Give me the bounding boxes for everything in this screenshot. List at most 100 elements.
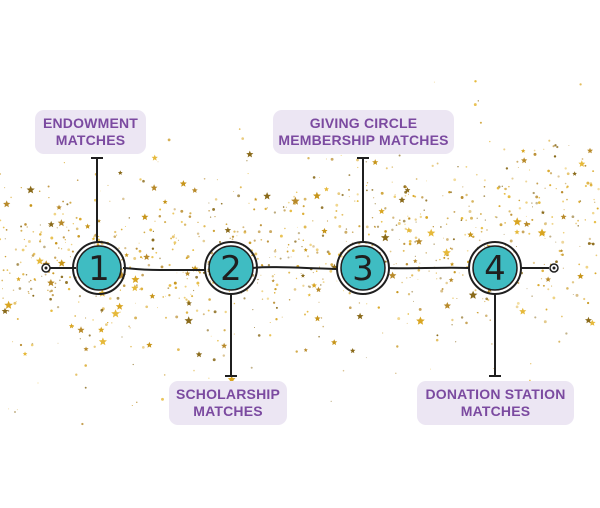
confetti-dot bbox=[452, 297, 454, 299]
confetti-dot bbox=[107, 184, 109, 186]
confetti-dot bbox=[176, 272, 178, 274]
confetti-dot bbox=[231, 238, 234, 241]
confetti-dot bbox=[518, 207, 522, 210]
confetti-dot bbox=[139, 178, 142, 181]
confetti-star-icon bbox=[523, 220, 530, 227]
confetti-dot bbox=[54, 241, 58, 245]
confetti-dot bbox=[419, 213, 422, 215]
confetti-dot bbox=[61, 248, 63, 250]
confetti-dot bbox=[50, 309, 53, 313]
confetti-dot bbox=[124, 247, 127, 250]
confetti-dot bbox=[141, 257, 143, 259]
confetti-dot bbox=[329, 269, 333, 273]
confetti-dot bbox=[425, 252, 427, 254]
step-number-3: 3 bbox=[352, 249, 374, 289]
confetti-dot bbox=[78, 295, 81, 298]
confetti-dot bbox=[394, 194, 396, 196]
confetti-dot bbox=[561, 253, 564, 256]
confetti-dot bbox=[445, 223, 448, 225]
confetti-dot bbox=[67, 229, 70, 232]
confetti-dot bbox=[132, 363, 134, 366]
confetti-dot bbox=[471, 200, 474, 203]
confetti-dot bbox=[272, 301, 276, 304]
confetti-dot bbox=[408, 239, 412, 243]
confetti-dot bbox=[543, 263, 545, 266]
confetti-dot bbox=[429, 368, 432, 370]
confetti-dot bbox=[37, 382, 39, 384]
confetti-dot bbox=[367, 233, 370, 236]
confetti-dot bbox=[501, 185, 504, 188]
confetti-dot bbox=[308, 285, 311, 289]
confetti-dot bbox=[431, 164, 434, 168]
confetti-dot bbox=[39, 239, 41, 241]
confetti-star-icon bbox=[57, 219, 66, 227]
confetti-dot bbox=[318, 301, 320, 303]
confetti-star-icon bbox=[195, 351, 203, 358]
confetti-dot bbox=[480, 226, 484, 230]
confetti-dot bbox=[264, 207, 267, 211]
confetti-dot bbox=[0, 219, 2, 222]
confetti-star-icon bbox=[162, 199, 168, 205]
confetti-dot bbox=[549, 172, 553, 175]
confetti-dot bbox=[356, 200, 359, 203]
confetti-dot bbox=[208, 298, 211, 301]
confetti-dot bbox=[530, 363, 532, 365]
confetti-star-icon bbox=[427, 228, 436, 237]
confetti-dot bbox=[269, 322, 271, 323]
confetti-dot bbox=[460, 196, 464, 199]
confetti-dot bbox=[393, 195, 397, 198]
confetti-star-icon bbox=[111, 309, 120, 318]
confetti-dot bbox=[217, 339, 219, 342]
confetti-dot bbox=[531, 218, 534, 221]
confetti-dot bbox=[24, 245, 27, 248]
confetti-dot bbox=[452, 238, 455, 241]
confetti-dot bbox=[293, 195, 296, 198]
confetti-dot bbox=[532, 206, 533, 208]
confetti-dot bbox=[396, 345, 399, 348]
confetti-dot bbox=[345, 240, 347, 242]
confetti-dot bbox=[552, 296, 556, 300]
confetti-dot bbox=[414, 218, 417, 221]
confetti-dot bbox=[584, 184, 587, 188]
confetti-dot bbox=[316, 251, 319, 254]
confetti-dot bbox=[479, 121, 482, 124]
confetti-dot bbox=[98, 235, 100, 238]
confetti-dot bbox=[210, 335, 212, 337]
confetti-dot bbox=[322, 278, 324, 280]
confetti-dot bbox=[504, 222, 506, 224]
confetti-dot bbox=[88, 334, 91, 337]
confetti-star-icon bbox=[47, 278, 55, 287]
confetti-dot bbox=[216, 179, 218, 181]
confetti-dot bbox=[167, 287, 169, 290]
confetti-dot bbox=[455, 341, 457, 343]
confetti-dot bbox=[503, 187, 506, 190]
confetti-dot bbox=[109, 200, 111, 202]
confetti-dot bbox=[48, 225, 50, 227]
confetti-dot bbox=[526, 288, 528, 290]
confetti-dot bbox=[348, 196, 350, 198]
confetti-dot bbox=[65, 241, 66, 243]
confetti-star-icon bbox=[587, 147, 593, 154]
confetti-dot bbox=[321, 234, 325, 237]
confetti-dot bbox=[266, 207, 268, 209]
confetti-dot bbox=[320, 206, 324, 209]
confetti-dot bbox=[165, 295, 167, 297]
confetti-dot bbox=[158, 214, 162, 218]
confetti-dot bbox=[306, 310, 309, 313]
confetti-star-icon bbox=[291, 196, 300, 205]
confetti-dot bbox=[414, 255, 416, 257]
confetti-dot bbox=[164, 221, 167, 224]
confetti-dot bbox=[231, 235, 235, 238]
confetti-dot bbox=[551, 222, 554, 225]
confetti-dot bbox=[293, 288, 297, 291]
confetti-dot bbox=[458, 272, 460, 274]
confetti-star-icon bbox=[381, 233, 390, 242]
confetti-dot bbox=[572, 294, 574, 295]
confetti-star-icon bbox=[246, 150, 254, 158]
confetti-star-icon bbox=[514, 229, 520, 235]
confetti-star-icon bbox=[146, 341, 153, 348]
step-number-2: 2 bbox=[220, 249, 242, 289]
confetti-dot bbox=[486, 229, 488, 231]
confetti-dot bbox=[173, 281, 177, 285]
confetti-dot bbox=[213, 310, 217, 314]
